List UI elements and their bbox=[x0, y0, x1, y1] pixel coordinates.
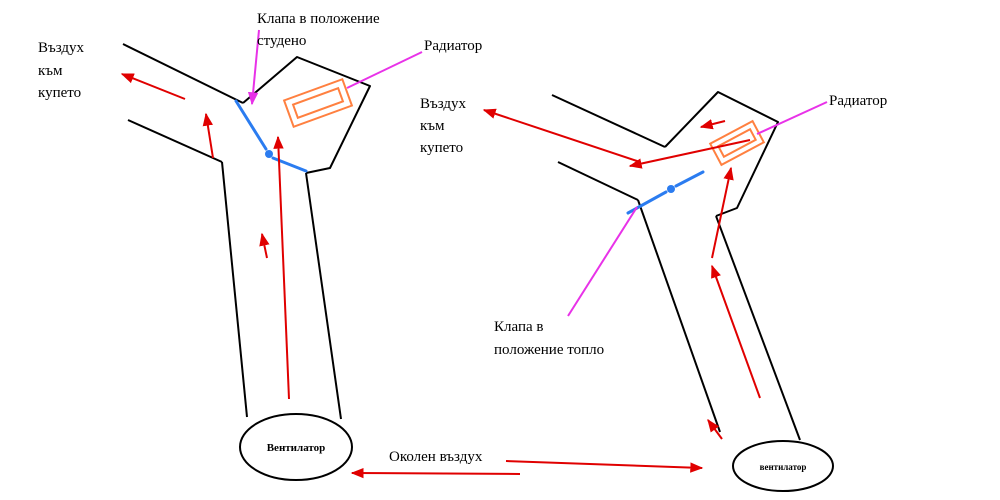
duct-main-right-edge bbox=[305, 172, 342, 420]
duct-branch-top-left bbox=[122, 43, 244, 104]
pointer-radiator-left bbox=[346, 51, 423, 89]
air-to-cabin-left-line1: Въздух bbox=[38, 40, 85, 56]
flap-pivot-right bbox=[667, 185, 675, 193]
ambient-air-arrow-left bbox=[350, 467, 521, 479]
air-to-cabin-left-line2: към bbox=[38, 63, 63, 79]
flap-blade-left-upper bbox=[234, 99, 268, 151]
airflow-arrow-main-duct-left bbox=[273, 135, 290, 400]
flap-warm-label-line1: Клапа в bbox=[494, 319, 543, 335]
ambient-air-arrow-right bbox=[505, 460, 704, 473]
flap-cold-label-line1: Клапа в положение bbox=[257, 11, 380, 27]
left-duct-diagram: Вентилатор Въздух към купето Клапа в пол… bbox=[38, 11, 482, 481]
flap-cold-label-line2: студено bbox=[257, 33, 306, 49]
airflow-arrow-above-radiator bbox=[699, 119, 726, 130]
air-to-cabin-left-line3: купето bbox=[38, 85, 81, 101]
airflow-arrow-main-duct-right bbox=[711, 264, 761, 399]
radiator-right bbox=[708, 119, 766, 167]
duct-main-left-edge-right bbox=[637, 199, 721, 433]
ambient-air-label: Околен въздух bbox=[389, 449, 483, 465]
duct-branch-bottom-left bbox=[127, 119, 223, 163]
airflow-arrow-neck-right bbox=[711, 166, 734, 259]
radiator-label-right: Радиатор bbox=[829, 93, 887, 109]
duct-branch-top-right bbox=[551, 94, 666, 148]
airflow-arrow-to-cabin-left bbox=[120, 73, 186, 100]
airflow-arrow-to-cabin-right bbox=[482, 108, 641, 163]
fan-label-left: Вентилатор bbox=[267, 442, 326, 454]
duct-branch-bottom-right bbox=[557, 161, 639, 201]
air-to-cabin-right-line3: купето bbox=[420, 140, 463, 156]
air-to-cabin-right-line1: Въздух bbox=[420, 96, 467, 112]
duct-head-right bbox=[664, 91, 779, 217]
radiator-inner-rect bbox=[291, 86, 345, 120]
pointer-flap-cold bbox=[247, 29, 260, 106]
flap-blade-left-lower bbox=[271, 156, 308, 173]
flap-pivot-left bbox=[265, 150, 273, 158]
duct-head-left bbox=[242, 56, 371, 174]
radiator-outer-rect bbox=[282, 77, 354, 129]
pointer-flap-warm bbox=[567, 206, 638, 317]
radiator-inner-rect bbox=[716, 127, 758, 159]
flap-blade-right-lower bbox=[626, 190, 668, 215]
flap-warm-label-line2: положение топло bbox=[494, 342, 604, 358]
radiator-label-left: Радиатор bbox=[424, 38, 482, 54]
ambient-air-section: Околен въздух bbox=[350, 449, 704, 479]
duct-main-right-edge-right bbox=[715, 215, 801, 441]
fan-ellipse-left bbox=[239, 413, 353, 481]
airflow-arrow-fan-right bbox=[707, 418, 723, 440]
fan-label-right: вентилатор bbox=[760, 462, 807, 472]
airflow-arrow-mid-duct-left bbox=[259, 232, 270, 259]
radiator-left bbox=[282, 77, 354, 129]
duct-main-left-edge bbox=[221, 161, 248, 418]
airflow-arrow-branch-left bbox=[202, 112, 214, 159]
right-duct-diagram: вентилатор Въздух към купето Радиатор Кл… bbox=[420, 91, 887, 492]
radiator-outer-rect bbox=[708, 119, 766, 167]
flap-blade-right-upper bbox=[674, 170, 705, 188]
air-to-cabin-right-line2: към bbox=[420, 118, 445, 134]
pointer-radiator-right bbox=[756, 101, 828, 135]
fan-ellipse-right bbox=[732, 440, 834, 492]
airflow-arrow-from-radiator bbox=[628, 139, 751, 169]
